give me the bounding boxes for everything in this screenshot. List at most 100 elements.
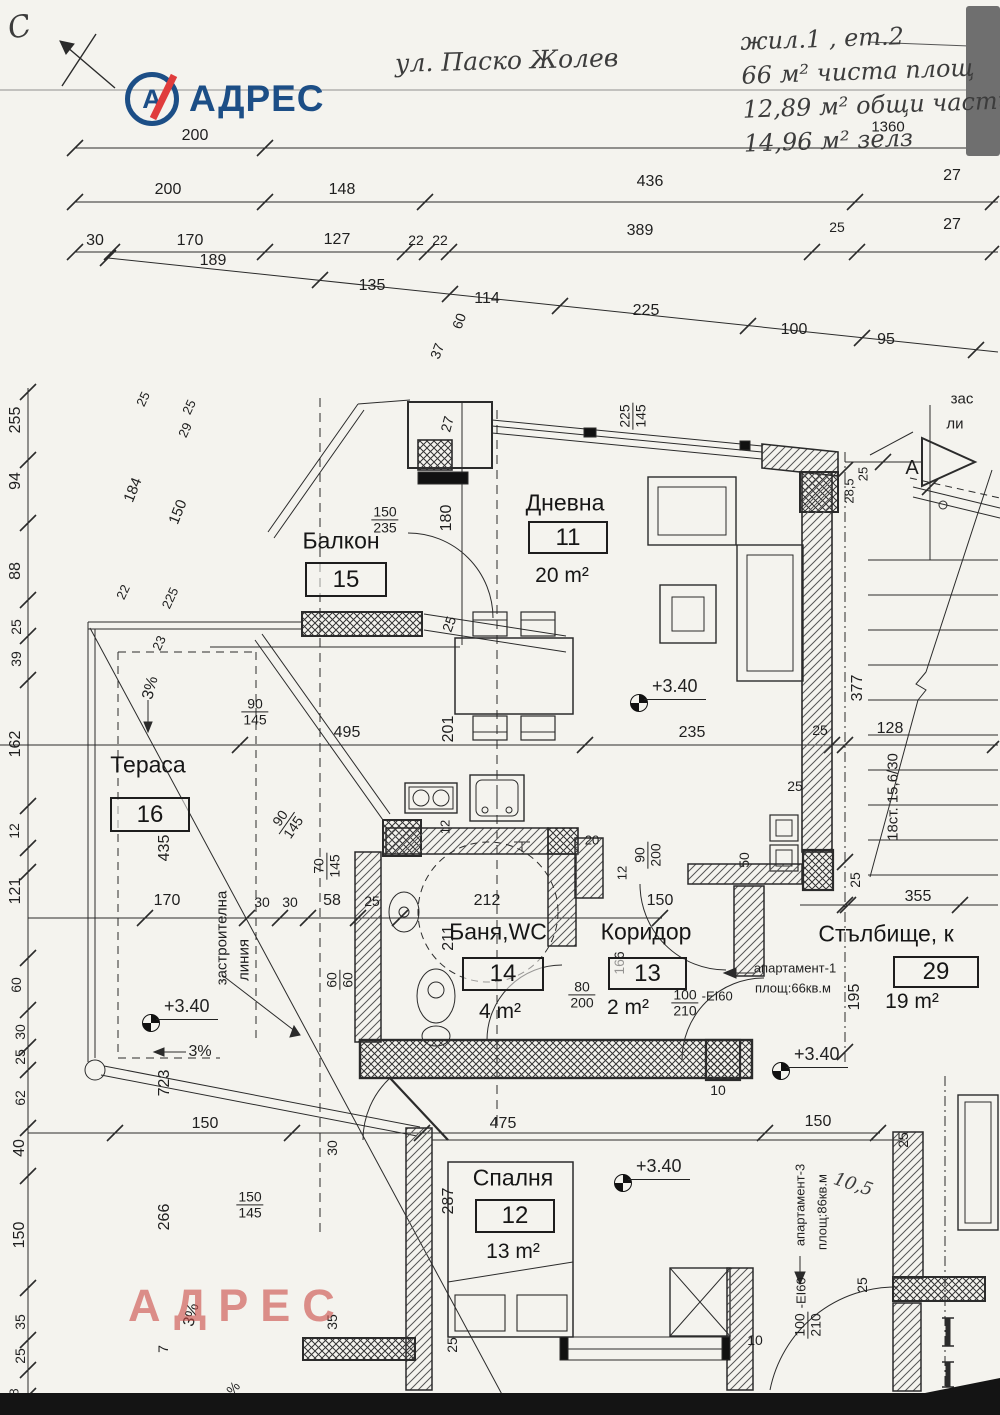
dim-label: 148 (328, 181, 356, 198)
dim-label: 100 (780, 321, 808, 338)
level-marker-icon (142, 1014, 160, 1032)
dim-label: 22 (432, 232, 448, 248)
dim-label: 30 (12, 1024, 28, 1040)
dim-label: 40 (11, 1139, 28, 1157)
dim-label: 58 (323, 892, 341, 909)
dim-label: 27 (437, 414, 457, 434)
dim-label: 355 (904, 888, 932, 905)
dim-label: 723 (156, 1069, 173, 1097)
dim-label: 495 (333, 724, 361, 741)
room-number-box: 14 (462, 957, 544, 991)
dim-label: 150 (191, 1115, 219, 1132)
dim-label: 10 (710, 1082, 726, 1098)
dim-label: 266 (156, 1203, 173, 1231)
dim-label: 30 (282, 894, 298, 910)
dim-label: 25 (364, 893, 380, 909)
dim-label: 39 (8, 651, 24, 667)
room-number-box: 16 (110, 797, 190, 832)
dim-label: 377 (849, 674, 866, 702)
room-name-спалня: Спалня (472, 1164, 554, 1191)
dim-label: 25 (787, 778, 803, 794)
dim-label: А (905, 457, 919, 479)
room-area-label: 4 m² (479, 1000, 521, 1023)
dim-label: 22 (408, 232, 424, 248)
room-area-label: 2 m² (607, 996, 649, 1019)
dim-label: 436 (636, 173, 664, 190)
dim-label: 114 (474, 290, 500, 307)
level-value: +3.40 (644, 676, 706, 700)
adres-logo: А АДРЕС (125, 72, 325, 126)
dim-label: 200 (181, 127, 209, 144)
room-number-box: 11 (528, 521, 608, 554)
dim-label: 135 (358, 277, 386, 294)
dim-label: 60 (8, 977, 24, 993)
dim-label: застроителна (213, 890, 231, 986)
dim-label: 62 (12, 1090, 28, 1106)
dim-label: 3% (188, 1043, 212, 1060)
dim-label: апартамент-1 (753, 960, 837, 976)
dim-label: 128 (876, 720, 904, 737)
level-value: +3.40 (156, 996, 218, 1020)
dim-label: зас (950, 390, 974, 408)
dim-label: 435 (156, 834, 173, 862)
room-name-тераса: Тераса (110, 751, 186, 778)
dim-label: площ:66кв.м (755, 980, 831, 996)
dim-label: 189 (199, 252, 227, 269)
dim-label: 180 (438, 504, 455, 532)
room-area-label: 20 m² (535, 564, 589, 587)
room-area-label: 13 m² (486, 1240, 540, 1263)
scan-edge-shadow (966, 6, 1000, 156)
dim-label: площ:86кв.м (814, 1174, 830, 1250)
room-number-box: 13 (608, 957, 687, 990)
dim-label: ли (946, 415, 964, 433)
dim-label: 28,5 (841, 478, 857, 504)
street-annotation: ул. Паско Жолев (394, 43, 619, 78)
dim-label: 25 (444, 1337, 460, 1353)
level-value: +3.40 (786, 1044, 848, 1068)
adres-logo-text: АДРЕС (189, 78, 325, 119)
dim-label: 35 (12, 1314, 28, 1330)
dim-label: 27 (943, 167, 961, 184)
dim-label: 201 (440, 715, 457, 743)
level-marker-icon (772, 1062, 790, 1080)
scan-black-strip (0, 1393, 1000, 1415)
room-number-box: 29 (893, 956, 979, 988)
dim-label: 212 (473, 892, 501, 909)
dim-label: 10 (747, 1332, 763, 1348)
room-name-балкон: Балкон (302, 527, 380, 554)
dim-label: 18ст. 15,6/30 (884, 753, 902, 841)
room-name-коридор: Коридор (600, 918, 692, 945)
dim-label: 25 (855, 466, 871, 482)
level-value: +3.40 (628, 1156, 690, 1180)
dim-label: 94 (7, 472, 24, 490)
dim-label: 95 (877, 331, 895, 348)
dim-label: 170 (176, 232, 204, 249)
dim-label: 25 (12, 1049, 28, 1065)
dim-label: 12 (437, 819, 453, 835)
dim-label: 25 (854, 1277, 870, 1293)
dim-label: 25 (847, 872, 863, 888)
dim-label: 170 (153, 892, 181, 909)
dim-label: 287 (440, 1187, 457, 1215)
room-name-баня-wc: Баня,WC (449, 918, 547, 945)
dim-label: 150 (646, 892, 674, 909)
dim-label: 225 (632, 302, 660, 319)
dim-label: 200 (154, 181, 182, 198)
dim-label: 25 (829, 219, 845, 235)
dim-label: 475 (489, 1115, 517, 1132)
dim-label: 7 (155, 1345, 171, 1353)
dim-label: 12 (6, 823, 22, 839)
sheet-number: 1360 (871, 118, 905, 136)
adres-watermark: АДРЕС (128, 1280, 347, 1331)
dim-label: 25 (8, 619, 24, 635)
dim-label: 25 (895, 1132, 911, 1148)
level-marker-icon (630, 694, 648, 712)
dim-label: 195 (846, 983, 863, 1011)
